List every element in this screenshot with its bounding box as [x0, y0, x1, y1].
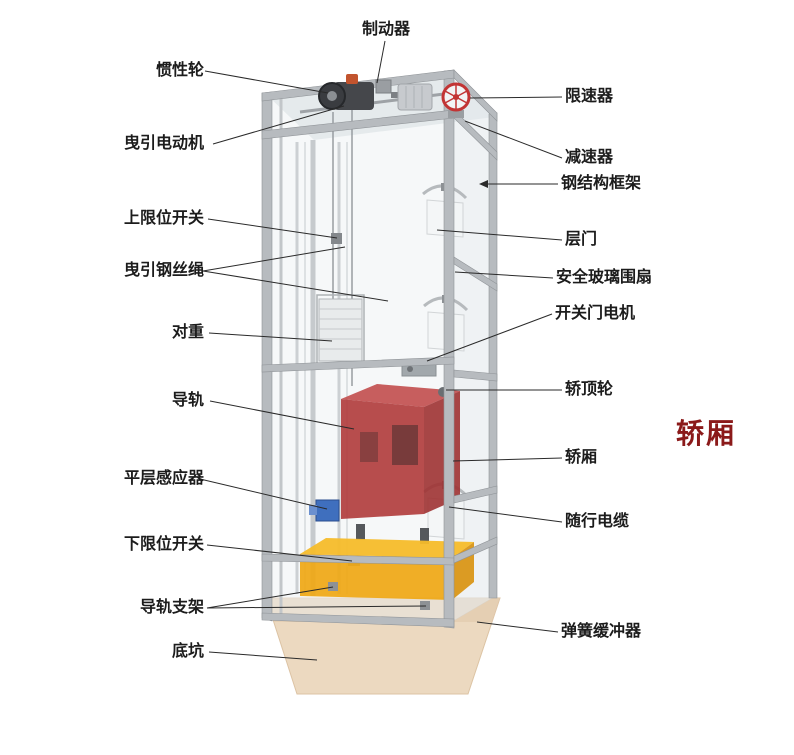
counterweight-block [316, 294, 365, 366]
label-guide-rail: 导轨 [171, 392, 204, 409]
car-box-highlight [341, 384, 460, 519]
rail-bracket-devices [328, 582, 430, 610]
label-car-top-wheel: 轿顶轮 [565, 381, 614, 398]
label-upper-limit-switch: 上限位开关 [123, 210, 204, 227]
label-lower-limit-switch: 下限位开关 [123, 536, 204, 553]
label-car: 轿厢 [565, 449, 598, 466]
steel-frame-structure [261, 69, 498, 629]
label-speed-governor: 限速器 [565, 88, 614, 105]
label-leveling-sensor: 平层感应器 [123, 470, 204, 487]
label-spring-buffer: 弹簧缓冲器 [561, 623, 642, 640]
label-pit: 底坑 [171, 643, 204, 660]
label-flywheel: 惯性轮 [155, 62, 204, 79]
label-brake: 制动器 [361, 21, 410, 38]
reducer-device [397, 83, 433, 111]
label-traction-rope: 曳引钢丝绳 [123, 262, 204, 279]
speed-governor-device [441, 82, 471, 118]
car-emphasis-label: 轿厢 [676, 419, 737, 450]
brake-device [375, 79, 392, 94]
label-rail-bracket: 导轨支架 [139, 599, 204, 616]
label-traction-motor: 曳引电动机 [123, 135, 204, 152]
label-reducer: 减速器 [565, 149, 614, 166]
label-door-motor: 开关门电机 [555, 305, 636, 322]
upper-limit-switch-device [331, 233, 342, 244]
label-steel-frame: 钢结构框架 [561, 175, 642, 192]
leveling-sensor-device [309, 499, 340, 522]
label-landing-door: 层门 [565, 231, 598, 248]
label-counterweight: 对重 [171, 324, 204, 341]
label-safety-glass-enclosure: 安全玻璃围扇 [556, 269, 653, 286]
leader-lines [199, 40, 563, 661]
label-traveling-cable: 随行电缆 [565, 513, 630, 530]
